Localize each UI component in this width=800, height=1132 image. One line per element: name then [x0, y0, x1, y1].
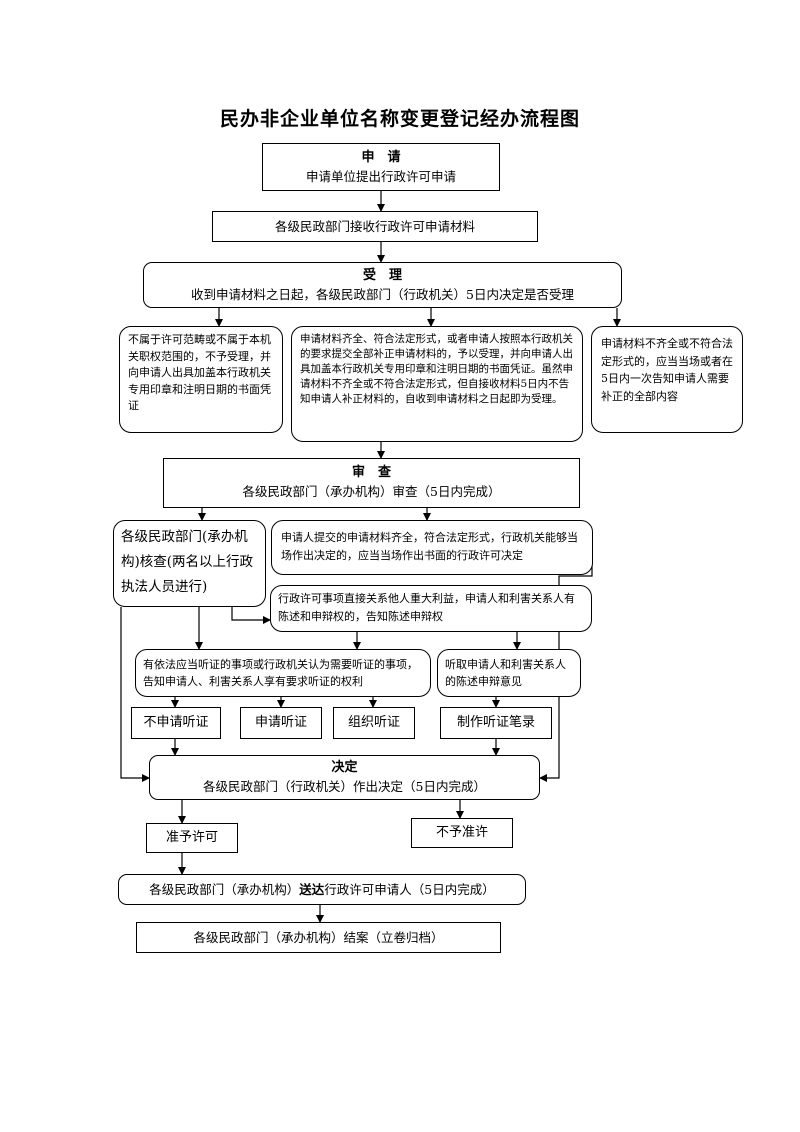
page-title: 民办非企业单位名称变更登记经办流程图 [219, 108, 580, 130]
hearing-notice-box: 有依法应当听证的事项或行政机关认为需要听证的事项，告知申请人、利害关系人享有要求… [135, 649, 431, 697]
close-box: 各级民政部门（承办机构）结案（立卷归档） [136, 922, 501, 953]
accept-condition-box: 申请材料齐全、符合法定形式，或者申请人按照本行政机关的要求提交全部补正申请材料的… [291, 326, 583, 442]
deliver-pre: 各级民政部门（承办机构） [149, 882, 300, 897]
deliver-post: 行政许可申请人（5日内完成） [324, 882, 495, 897]
interest-box: 行政许可事项直接关系他人重大利益，申请人和利害关系人有陈述和申辩权的，告知陈述申… [270, 585, 592, 632]
permit-box: 准予许可 [146, 823, 238, 853]
deliver-box: 各级民政部门（承办机构）送达行政许可申请人（5日内完成） [118, 874, 526, 905]
review-box: 审 查 各级民政部门（承办机构）审查（5日内完成） [163, 458, 580, 508]
arrow-onsite-decision [539, 552, 593, 782]
receive-box: 各级民政部门接收行政许可申请材料 [212, 211, 538, 242]
listen-box: 听取申请人和利害关系人的陈述申辩意见 [437, 649, 581, 697]
request-hearing-text: 申请听证 [254, 715, 307, 730]
arrow-verify-decision [120, 607, 150, 782]
listen-text: 听取申请人和利害关系人的陈述申辩意见 [445, 658, 566, 688]
incomplete-box: 申请材料不齐全或不符合法定形式的，应当当场或者在5日内一次告知申请人需要补正的全… [591, 326, 743, 433]
request-hearing-box: 申请听证 [240, 707, 322, 739]
no-hearing-text: 不申请听证 [143, 715, 209, 730]
review-heading: 审 查 [351, 465, 391, 480]
deny-box: 不予准许 [411, 818, 513, 848]
onsite-box: 申请人提交的申请材料齐全，符合法定形式，行政机关能够当场作出决定的，应当当场作出… [271, 520, 593, 575]
accept-text: 收到申请材料之日起，各级民政部门（行政机关）5日内决定是否受理 [191, 287, 574, 302]
arrow-verify-interest [231, 607, 271, 624]
hearing-record-text: 制作听证笔录 [456, 715, 535, 730]
decision-text: 各级民政部门（行政机关）作出决定（5日内完成） [203, 779, 486, 794]
review-text: 各级民政部门（承办机构）审查（5日内完成） [242, 484, 501, 499]
interest-text: 行政许可事项直接关系他人重大利益，申请人和利害关系人有陈述和申辩权的，告知陈述申… [278, 592, 575, 623]
decision-box: 决定 各级民政部门（行政机关）作出决定（5日内完成） [149, 755, 540, 800]
incomplete-text: 申请材料不齐全或不符合法定形式的，应当当场或者在5日内一次告知申请人需要补正的全… [601, 337, 733, 403]
reject-scope-text: 不属于许可范畴或不属于本机关职权范围的，不予受理，并向申请人出具加盖本行政机关专… [128, 333, 271, 412]
organize-hearing-text: 组织听证 [347, 715, 400, 730]
hearing-notice-text: 有依法应当听证的事项或行政机关认为需要听证的事项，告知申请人、利害关系人享有要求… [143, 658, 418, 688]
permit-text: 准予许可 [165, 830, 218, 845]
no-hearing-box: 不申请听证 [131, 707, 221, 739]
onsite-text: 申请人提交的申请材料齐全，符合法定形式，行政机关能够当场作出决定的，应当当场作出… [281, 531, 578, 562]
accept-heading: 受 理 [362, 268, 402, 283]
accept-condition-text: 申请材料齐全、符合法定形式，或者申请人按照本行政机关的要求提交全部补正申请材料的… [300, 333, 573, 405]
reject-scope-box: 不属于许可范畴或不属于本机关职权范围的，不予受理，并向申请人出具加盖本行政机关专… [119, 326, 283, 433]
receive-text: 各级民政部门接收行政许可申请材料 [274, 219, 475, 234]
apply-box: 申 请 申请单位提出行政许可申请 [262, 143, 500, 191]
close-text: 各级民政部门（承办机构）结案（立卷归档） [193, 930, 444, 945]
accept-box: 受 理 收到申请材料之日起，各级民政部门（行政机关）5日内决定是否受理 [143, 262, 622, 308]
hearing-record-box: 制作听证笔录 [440, 707, 552, 739]
deliver-bold: 送达 [299, 882, 325, 897]
apply-heading: 申 请 [361, 150, 401, 165]
deny-text: 不予准许 [435, 825, 488, 840]
verify-text: 各级民政部门(承办机构)核查(两名以上行政执法人员进行) [121, 529, 254, 595]
verify-box: 各级民政部门(承办机构)核查(两名以上行政执法人员进行) [113, 520, 266, 607]
decision-heading: 决定 [331, 760, 358, 775]
organize-hearing-box: 组织听证 [333, 707, 415, 739]
apply-text: 申请单位提出行政许可申请 [305, 169, 456, 184]
